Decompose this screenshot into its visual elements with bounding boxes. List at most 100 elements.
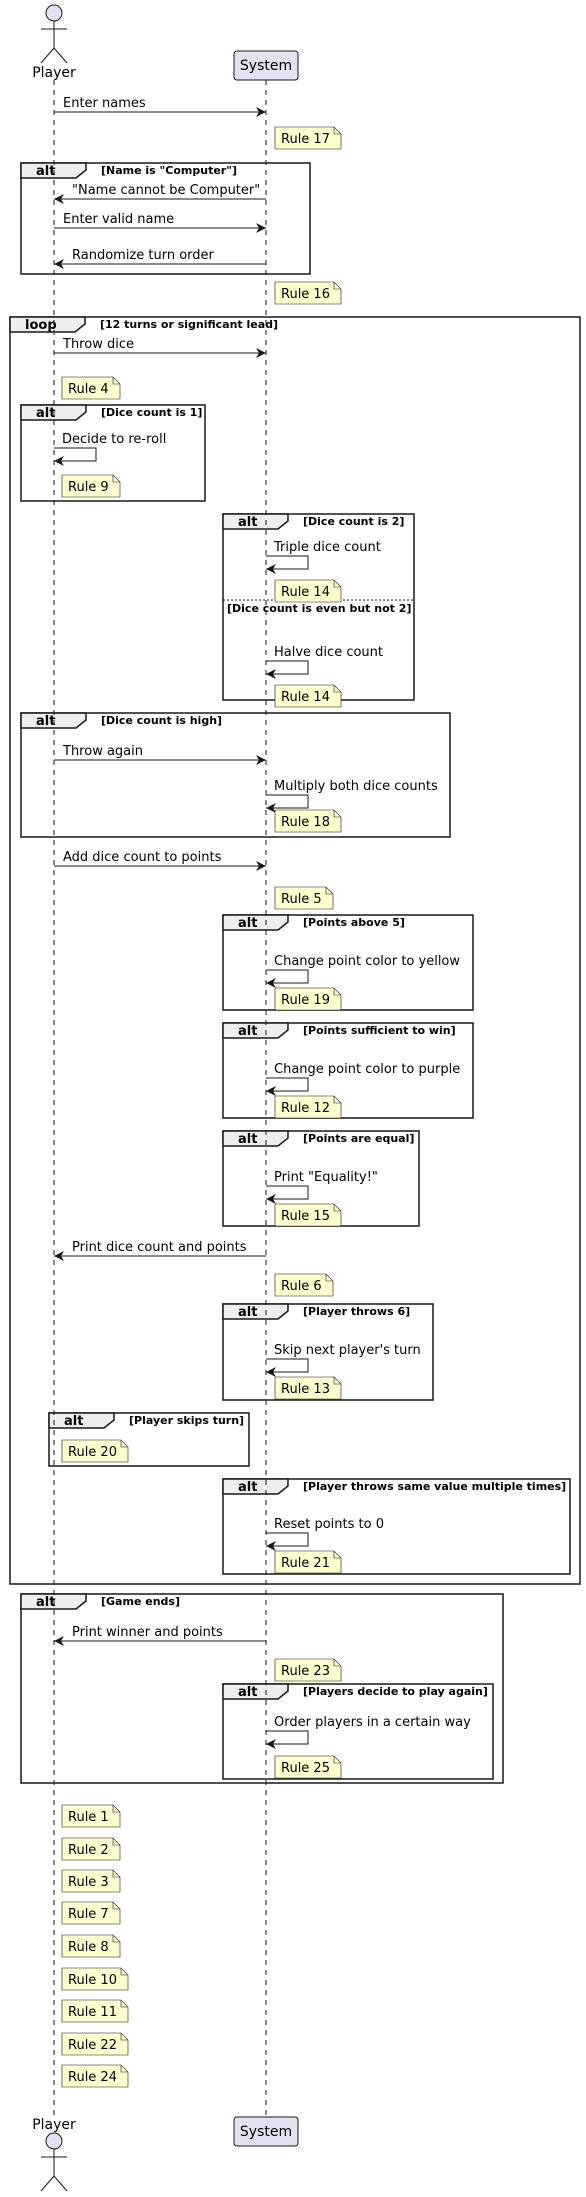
message-4: Throw dice xyxy=(54,337,266,358)
note-4: Rule 14 xyxy=(274,579,342,603)
note-corner-fold xyxy=(120,2033,128,2041)
frame-header-tab xyxy=(222,914,289,931)
note-23: Rule 11 xyxy=(61,1999,129,2023)
note-label: Rule 14 xyxy=(281,690,330,705)
note-label: Rule 19 xyxy=(281,993,330,1008)
frame-guard: [Game ends] xyxy=(101,1595,180,1608)
note-box xyxy=(61,1869,121,1893)
note-label: Rule 25 xyxy=(281,1761,330,1776)
note-25: Rule 24 xyxy=(61,2064,129,2088)
message-label: Multiply both dice counts xyxy=(274,779,438,794)
note-corner-fold xyxy=(333,1204,341,1212)
frame-guard: [Points above 5] xyxy=(303,916,405,929)
message-label: "Name cannot be Computer" xyxy=(72,183,260,198)
message-label: Enter names xyxy=(63,96,146,111)
frame-border xyxy=(222,914,474,1011)
note-2: Rule 4 xyxy=(61,376,121,400)
message-label: Print dice count and points xyxy=(72,1240,247,1255)
alt-frame-0: alt[Name is "Computer"] xyxy=(20,162,311,275)
note-label: Rule 18 xyxy=(281,815,330,830)
note-box xyxy=(274,1658,342,1682)
message-6: Triple dice count xyxy=(266,540,381,574)
note-19: Rule 3 xyxy=(61,1869,121,1893)
note-box xyxy=(274,809,342,833)
frame-keyword: loop xyxy=(25,318,57,333)
frame-header-tab xyxy=(222,513,289,530)
self-message-arrow xyxy=(266,555,309,574)
note-8: Rule 19 xyxy=(274,987,342,1011)
system-label: System xyxy=(240,58,292,74)
frame-border xyxy=(20,162,311,275)
note-20: Rule 7 xyxy=(61,1901,121,1925)
message-14: Print dice count and points xyxy=(54,1240,266,1261)
player-label: Player xyxy=(32,65,76,81)
message-13: Print "Equality!" xyxy=(266,1170,378,1204)
note-label: Rule 14 xyxy=(281,585,330,600)
note-17: Rule 1 xyxy=(61,1804,121,1828)
frame-guard: [Player skips turn] xyxy=(129,1414,244,1427)
frame-keyword: alt xyxy=(238,1480,257,1495)
system-participant-bottom: System xyxy=(233,2116,299,2147)
actor-leg-right-icon xyxy=(53,47,68,64)
note-label: Rule 8 xyxy=(68,1940,109,1955)
note-box xyxy=(274,684,342,708)
actor-leg-left-icon xyxy=(40,47,55,64)
frame-guard: [Dice count is 1] xyxy=(101,406,202,419)
actor-leg-right-icon xyxy=(53,2175,68,2192)
note-box xyxy=(274,281,342,305)
message-label: Triple dice count xyxy=(273,540,381,555)
note-label: Rule 15 xyxy=(281,1209,330,1224)
note-corner-fold xyxy=(333,580,341,588)
note-11: Rule 6 xyxy=(274,1273,334,1297)
alt-frame-8: alt[Player throws 6] xyxy=(222,1303,434,1401)
note-box xyxy=(61,2032,129,2056)
message-label: Decide to re-roll xyxy=(62,432,166,447)
note-box xyxy=(61,474,121,498)
note-22: Rule 10 xyxy=(61,1967,129,1991)
note-18: Rule 2 xyxy=(61,1837,121,1861)
participant-box xyxy=(233,50,299,81)
self-message-arrow xyxy=(266,1185,309,1204)
note-box xyxy=(61,1901,121,1925)
frame-keyword: alt xyxy=(36,1595,55,1610)
note-14: Rule 21 xyxy=(274,1550,342,1574)
self-message-arrow xyxy=(266,1077,309,1096)
self-message-arrow xyxy=(266,660,309,679)
message-10: Add dice count to points xyxy=(54,850,266,871)
frame-header-tab xyxy=(222,1683,289,1700)
note-12: Rule 13 xyxy=(274,1376,342,1400)
note-corner-fold xyxy=(333,810,341,818)
note-7: Rule 5 xyxy=(274,886,334,910)
system-label: System xyxy=(240,2124,292,2140)
note-corner-fold xyxy=(333,1756,341,1764)
frame-keyword: alt xyxy=(238,1685,257,1700)
frame-guard: [Points are equal] xyxy=(303,1132,414,1145)
note-corner-fold xyxy=(333,282,341,290)
alt-frame-5: alt[Points above 5] xyxy=(222,914,474,1011)
note-label: Rule 12 xyxy=(281,1101,330,1116)
note-box xyxy=(274,1376,342,1400)
player-actor-bottom: Player xyxy=(32,2117,76,2192)
message-5: Decide to re-roll xyxy=(54,432,166,466)
frame-guard: [Player throws same value multiple times… xyxy=(303,1480,566,1493)
participant-box xyxy=(233,2116,299,2147)
note-label: Rule 21 xyxy=(281,1556,330,1571)
self-message-arrow xyxy=(54,447,97,466)
player-actor-top: Player xyxy=(32,4,76,81)
frame-keyword: alt xyxy=(238,1024,257,1039)
note-label: Rule 20 xyxy=(68,1445,117,1460)
message-label: Halve dice count xyxy=(274,645,383,660)
note-10: Rule 15 xyxy=(274,1203,342,1227)
frame-border xyxy=(222,1022,474,1119)
loop-frame-1: loop[12 turns or significant lead] xyxy=(9,316,581,1585)
alt-frame-10: alt [Player throws same value multiple ti… xyxy=(222,1478,571,1575)
note-box xyxy=(61,1804,121,1828)
frame-guard: [Player throws 6] xyxy=(303,1305,410,1318)
note-corner-fold xyxy=(333,988,341,996)
note-corner-fold xyxy=(120,1968,128,1976)
note-corner-fold xyxy=(333,127,341,135)
actor-head-icon xyxy=(45,4,63,22)
note-label: Rule 22 xyxy=(68,2038,117,2053)
message-label: Enter valid name xyxy=(63,212,174,227)
